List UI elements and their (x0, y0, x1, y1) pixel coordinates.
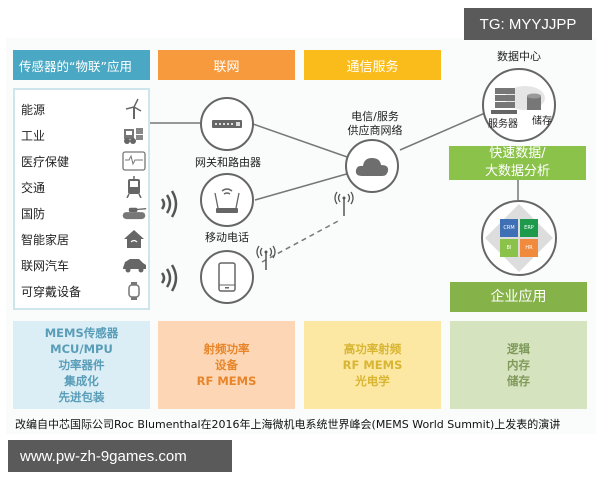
gateway-router-node (200, 97, 254, 151)
box-line: 储存 (507, 374, 530, 388)
list-item-transport: 交通 (21, 174, 147, 200)
box-line: 高功率射频 (343, 342, 402, 356)
box-line: RF MEMS (196, 374, 257, 388)
smart-home-icon (121, 228, 147, 250)
bi-tile: BI (500, 239, 518, 257)
box-line: 射频功率 (203, 342, 250, 356)
wireless-signal-icon (158, 264, 180, 296)
storage-label: 储存 (532, 116, 552, 127)
box-line: 光电学 (355, 374, 390, 388)
enterprise-apps-node: CRM ERP BI HR (481, 200, 557, 276)
analytics-line2: 大数据分析 (484, 164, 550, 179)
server-label: 服务器 (488, 119, 518, 130)
list-item-wearables: 可穿戴设备 (21, 278, 147, 304)
wind-turbine-icon (121, 98, 147, 120)
application-list: 能源 工业 医疗保健 交通 国防 智能家居 联网汽车 (13, 88, 150, 310)
mobile-phone-label: 移动电话 (205, 231, 249, 244)
app-label: 国防 (21, 206, 46, 221)
list-item-energy: 能源 (21, 96, 147, 122)
smartwatch-icon (121, 280, 147, 302)
forklift-icon (121, 124, 147, 146)
analytics-line1: 快速数据/ (489, 146, 546, 161)
header-telecom-services: 通信服务 (304, 50, 441, 80)
switch-icon (212, 120, 242, 128)
sensor-tech-box: MEMS传感器 MCU/MPU 功率器件 集成化 先进包装 (13, 321, 150, 409)
telecom-tech-box: 高功率射频 RF MEMS 光电学 (304, 321, 441, 409)
box-line: 内存 (507, 358, 530, 372)
app-label: 智能家居 (21, 232, 70, 247)
box-line: 逻辑 (507, 342, 530, 356)
gateway-router-label: 网关和路由器 (195, 156, 261, 169)
erp-tile: ERP (520, 219, 538, 237)
antenna-icon (334, 190, 354, 220)
cloud-icon (355, 158, 389, 176)
box-line: 先进包装 (58, 390, 105, 404)
app-label: 能源 (21, 102, 46, 117)
data-center-node (482, 68, 556, 142)
box-line: RF MEMS (342, 358, 403, 372)
list-item-industry: 工业 (21, 122, 147, 148)
telecom-label-line1: 电信/服务 (351, 110, 399, 123)
smartphone-icon (218, 262, 236, 292)
box-line: MCU/MPU (50, 342, 113, 356)
watermark-bottom: www.pw-zh-9games.com (8, 440, 232, 472)
box-line: 功率器件 (58, 358, 105, 372)
box-line: 设备 (215, 358, 238, 372)
data-center-title: 数据中心 (497, 50, 541, 63)
big-data-analytics-box: 快速数据/ 大数据分析 (449, 146, 586, 180)
wireless-signal-icon (158, 190, 180, 222)
tank-icon (121, 202, 147, 224)
source-caption: 改编自中芯国际公司Roc Blumenthal在2016年上海微机电系统世界峰会… (15, 418, 561, 431)
watermark-top: TG: MYYJJPP (464, 8, 592, 40)
wifi-router-node (200, 173, 254, 227)
networking-tech-box: 射频功率 设备 RF MEMS (158, 321, 295, 409)
telecom-network-label: 电信/服务 供应商网络 (340, 110, 410, 138)
wifi-router-icon (214, 188, 240, 213)
train-icon (121, 176, 147, 198)
server-storage-icon (491, 86, 545, 114)
app-label: 可穿戴设备 (21, 284, 82, 299)
header-sensor-apps: 传感器的“物联”应用 (13, 50, 150, 80)
box-line: MEMS传感器 (44, 326, 119, 340)
car-icon (121, 254, 147, 276)
telecom-label-line2: 供应商网络 (347, 124, 403, 137)
list-item-smart-home: 智能家居 (21, 226, 147, 252)
app-label: 交通 (21, 180, 46, 195)
heart-monitor-icon (121, 150, 147, 172)
hr-tile: HR (520, 239, 538, 257)
mobile-phone-node (200, 250, 254, 304)
box-line: 集成化 (64, 374, 99, 388)
list-item-healthcare: 医疗保健 (21, 148, 147, 174)
list-item-connected-car: 联网汽车 (21, 252, 147, 278)
header-networking: 联网 (158, 50, 295, 80)
app-label: 医疗保健 (21, 154, 70, 169)
enterprise-apps-header: 企业应用 (450, 282, 587, 312)
crm-tile: CRM (500, 219, 518, 237)
telecom-cloud-node (345, 139, 399, 193)
list-item-defense: 国防 (21, 200, 147, 226)
app-label: 联网汽车 (21, 258, 70, 273)
enterprise-tech-box: 逻辑 内存 储存 (450, 321, 587, 409)
antenna-icon (256, 244, 276, 274)
app-label: 工业 (21, 128, 46, 143)
